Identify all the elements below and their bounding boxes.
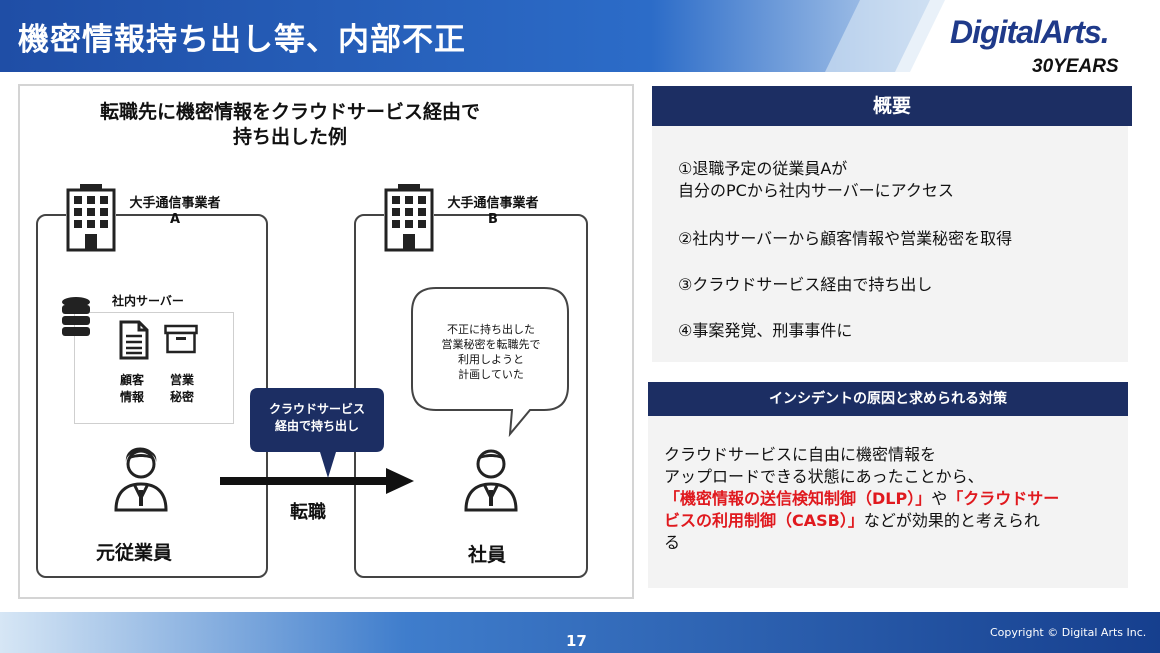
company-a-letter: A	[169, 212, 181, 227]
summary-item-2: ②社内サーバーから顧客情報や営業秘密を取得	[678, 229, 1013, 248]
slide-footer: 17 Copyright © Digital Arts Inc.	[0, 612, 1160, 653]
casb-highlight-end: ビスの利用制御（CASB）」	[664, 511, 864, 530]
building-icon	[66, 182, 116, 252]
archive-box-icon	[164, 324, 198, 354]
customer-label-line2: 情報	[119, 390, 144, 404]
customer-label-line1: 顧客	[119, 373, 144, 387]
copyright: Copyright © Digital Arts Inc.	[990, 626, 1147, 639]
speech-line3: 利用しようと	[458, 353, 524, 366]
arrow-right-icon	[220, 468, 414, 494]
summary-item-1: ①退職予定の従業員Aが 自分のPCから社内サーバーにアクセス	[678, 158, 954, 202]
cause-line2: アップロードできる状態にあったことから、	[664, 467, 984, 486]
header-band	[0, 0, 945, 72]
server-area	[74, 312, 234, 424]
company-a-name: 大手通信事業者	[129, 196, 221, 211]
casb-highlight-start: 「クラウドサー	[947, 489, 1060, 508]
summary-body: ①退職予定の従業員Aが 自分のPCから社内サーバーにアクセス ②社内サーバーから…	[652, 126, 1128, 362]
company-b-name: 大手通信事業者	[447, 196, 539, 211]
employee-label: 社員	[468, 544, 507, 566]
former-employee-label: 元従業員	[96, 542, 173, 564]
cause-header: インシデントの原因と求められる対策	[648, 382, 1128, 416]
speech-bubble-text: 不正に持ち出した 営業秘密を転職先で 利用しようと 計画していた	[418, 322, 564, 382]
server-label: 社内サーバー	[112, 294, 184, 308]
logo-years: 30YEARS	[1032, 56, 1119, 77]
example-title: 転職先に機密情報をクラウドサービス経由で 持ち出した例	[60, 100, 520, 150]
cause-line3: 「機密情報の送信検知制御（DLP）」や「クラウドサー	[664, 488, 1114, 510]
document-icon	[119, 320, 149, 360]
logo-brand: DigitalArts.	[950, 14, 1110, 50]
cause-line5: る	[664, 533, 681, 552]
diagram-panel: 転職先に機密情報をクラウドサービス経由で 持ち出した例 大手通信事業者 A 大手…	[18, 84, 634, 599]
cause-line4: ビスの利用制御（CASB）」などが効果的と考えられ	[664, 510, 1114, 532]
summary-header: 概要	[652, 86, 1132, 126]
speech-bubble	[411, 287, 569, 438]
transfer-label: 転職	[290, 502, 326, 523]
company-b-letter: B	[488, 212, 498, 227]
example-title-line2: 持ち出した例	[232, 126, 347, 148]
company-b-label: 大手通信事業者 B	[438, 196, 548, 228]
secret-label-line2: 秘密	[169, 390, 194, 404]
cause-line1: クラウドサービスに自由に機密情報を	[664, 445, 937, 464]
cloud-callout-line1: クラウドサービス	[268, 402, 365, 416]
company-logo: DigitalArts. 30YEARS	[950, 14, 1150, 80]
company-a-label: 大手通信事業者 A	[120, 196, 230, 228]
cause-line3-mid: や	[931, 489, 948, 508]
cause-line4-rest: などが効果的と考えられ	[863, 511, 1040, 530]
person-icon	[114, 447, 168, 512]
secret-label-line1: 営業	[169, 373, 194, 387]
slide-title: 機密情報持ち出し等、内部不正	[18, 22, 466, 58]
cloud-exfiltration-callout	[250, 388, 384, 478]
example-title-line1: 転職先に機密情報をクラウドサービス経由で	[99, 101, 480, 123]
trade-secret-label: 営業 秘密	[162, 372, 202, 406]
dlp-highlight: 「機密情報の送信検知制御（DLP）」	[664, 489, 932, 508]
speech-line4: 計画していた	[458, 368, 524, 381]
cause-body: クラウドサービスに自由に機密情報を アップロードできる状態にあったことから、 「…	[648, 416, 1128, 588]
cloud-callout-line2: 経由で持ち出し	[274, 419, 359, 433]
summary-item-1-line2: 自分のPCから社内サーバーにアクセス	[678, 181, 954, 200]
cloud-callout-text: クラウドサービス 経由で持ち出し	[250, 401, 384, 435]
summary-item-3: ③クラウドサービス経由で持ち出し	[678, 275, 933, 294]
building-icon	[384, 182, 434, 252]
customer-info-label: 顧客 情報	[112, 372, 152, 406]
person-icon	[464, 449, 518, 512]
summary-item-1-line1: ①退職予定の従業員Aが	[678, 159, 848, 178]
cause-text: クラウドサービスに自由に機密情報を アップロードできる状態にあったことから、 「…	[664, 444, 1114, 554]
database-icon	[62, 297, 90, 336]
footer-band	[0, 612, 1160, 653]
page-number: 17	[566, 632, 587, 650]
slide-header: 機密情報持ち出し等、内部不正 DigitalArts. 30YEARS	[0, 0, 1160, 77]
summary-item-4: ④事案発覚、刑事事件に	[678, 321, 853, 340]
speech-line1: 不正に持ち出した	[447, 323, 535, 336]
speech-line2: 営業秘密を転職先で	[441, 338, 541, 351]
